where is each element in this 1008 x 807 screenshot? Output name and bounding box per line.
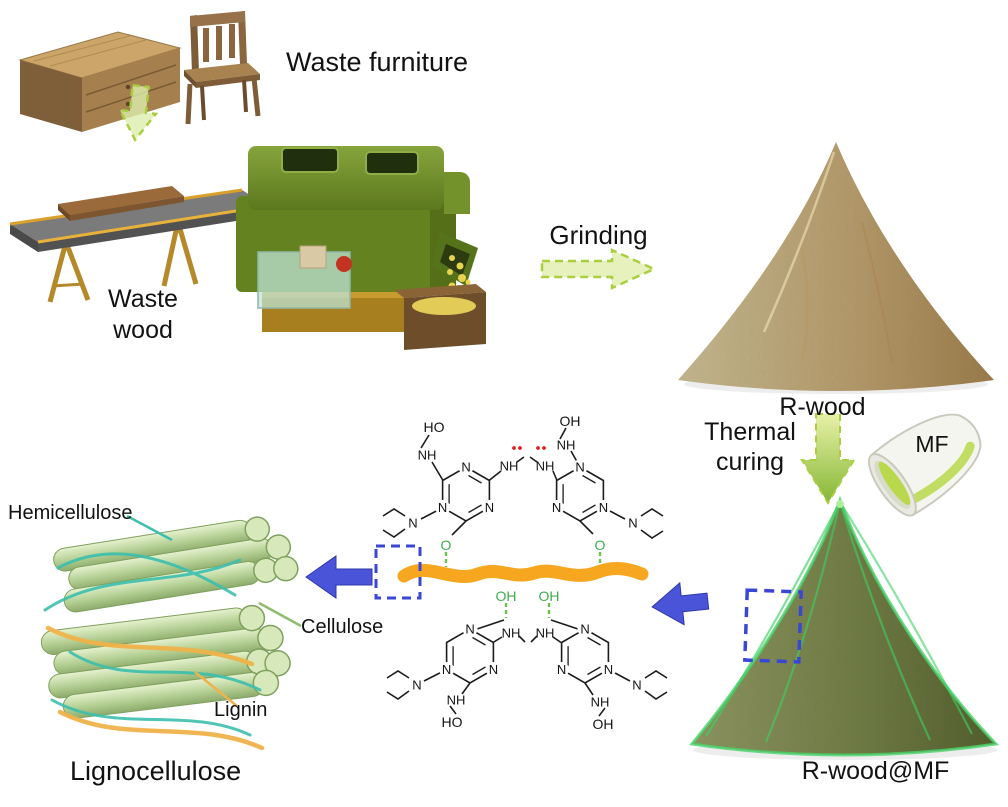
- r-wood-label: R-wood: [779, 393, 866, 421]
- machine-hopper-right: [365, 151, 419, 175]
- mf-coating-outline: [689, 495, 1000, 757]
- hbond-oh-label: OH: [496, 588, 517, 604]
- nh-label: NH: [418, 448, 437, 463]
- lignin-strands: [45, 625, 265, 751]
- grinding-machine-illustration: [236, 146, 486, 350]
- cellulose-fibril-bundle-top: [53, 516, 299, 613]
- triazine-ring: [553, 620, 617, 684]
- oh-label: OH: [560, 413, 581, 429]
- thermal-curing-line2: curing: [715, 448, 785, 476]
- radical-dots: [512, 446, 546, 450]
- waste-desk-illustration: [18, 31, 182, 132]
- machine-red-knob: [336, 256, 352, 272]
- hemicellulose-label: Hemicellulose: [8, 502, 133, 524]
- ho-label: HO: [424, 419, 445, 435]
- conveyor-illustration: [9, 186, 269, 303]
- hbond-o-label: O: [441, 537, 452, 553]
- thermal-curing-label: Thermal curing: [690, 417, 810, 477]
- nh-label: NH: [447, 693, 466, 708]
- oh-label: OH: [593, 716, 614, 732]
- amine-n-label: N: [628, 516, 637, 531]
- waste-wood-label: Waste wood: [88, 284, 198, 346]
- amine-n-label: N: [632, 678, 641, 693]
- triazine-ring: [438, 620, 502, 684]
- zoom-box-chain: [374, 544, 422, 600]
- lignin-label: Lignin: [214, 699, 268, 721]
- r-wood-pile: [678, 142, 994, 394]
- hbond-o-label: O: [595, 537, 606, 553]
- cellulose-fibril-bundle-bottom: [40, 604, 291, 719]
- waste-furniture-label: Waste furniture: [286, 47, 469, 77]
- nh-label: NH: [500, 459, 519, 474]
- mf-cellulose-molecule: HO NH N NH NH NH OH N O O OH OH NH NH N …: [382, 413, 668, 732]
- thermal-curing-arrow: [800, 413, 856, 505]
- lignocellulose-label: Lignocellulose: [70, 756, 242, 786]
- grinding-label: Grinding: [549, 220, 648, 250]
- triazine-ring: [548, 458, 612, 522]
- mf-label: MF: [915, 431, 949, 457]
- triazine-ring: [434, 458, 498, 522]
- furniture-to-wood-arrow: [117, 83, 159, 143]
- cellulose-leader-line: [258, 601, 302, 628]
- nh-label: NH: [502, 626, 521, 641]
- nh-label: NH: [557, 438, 576, 453]
- thermal-curing-line1: Thermal: [704, 418, 796, 446]
- grinding-arrow: [540, 248, 658, 290]
- molecule-to-lignocellulose-arrow: [305, 555, 373, 599]
- zoom-box-pile: [742, 588, 804, 664]
- amine-n-label: N: [412, 678, 421, 693]
- nh-label: NH: [536, 459, 555, 474]
- waste-wood-line2: wood: [113, 316, 173, 344]
- hemicellulose-leader-line: [126, 514, 173, 542]
- waste-chair-illustration: [184, 11, 261, 125]
- cellulose-label: Cellulose: [301, 616, 384, 638]
- waste-wood-plank: [58, 186, 184, 215]
- r-wood-mf-pile: [689, 495, 1000, 760]
- r-wood-mf-label: R-wood@MF: [801, 757, 950, 785]
- nh-label: NH: [591, 695, 610, 710]
- ho-label: HO: [442, 714, 463, 730]
- hemicellulose-strands: [43, 552, 262, 737]
- pile-to-molecule-arrow: [651, 581, 710, 626]
- amine-n-label: N: [408, 516, 417, 531]
- lignin-leader-line: [194, 671, 238, 707]
- nh-label: NH: [536, 626, 555, 641]
- mf-liquid: [878, 461, 911, 505]
- waste-wood-line1: Waste: [108, 285, 178, 313]
- hbond-oh-label: OH: [539, 588, 560, 604]
- lignocellulose-illustration: [40, 514, 302, 751]
- hydrogen-bonds: [444, 552, 602, 618]
- cellulose-chain: [397, 562, 649, 584]
- machine-hopper-left: [281, 147, 339, 173]
- mf-cup-illustration: [867, 413, 982, 517]
